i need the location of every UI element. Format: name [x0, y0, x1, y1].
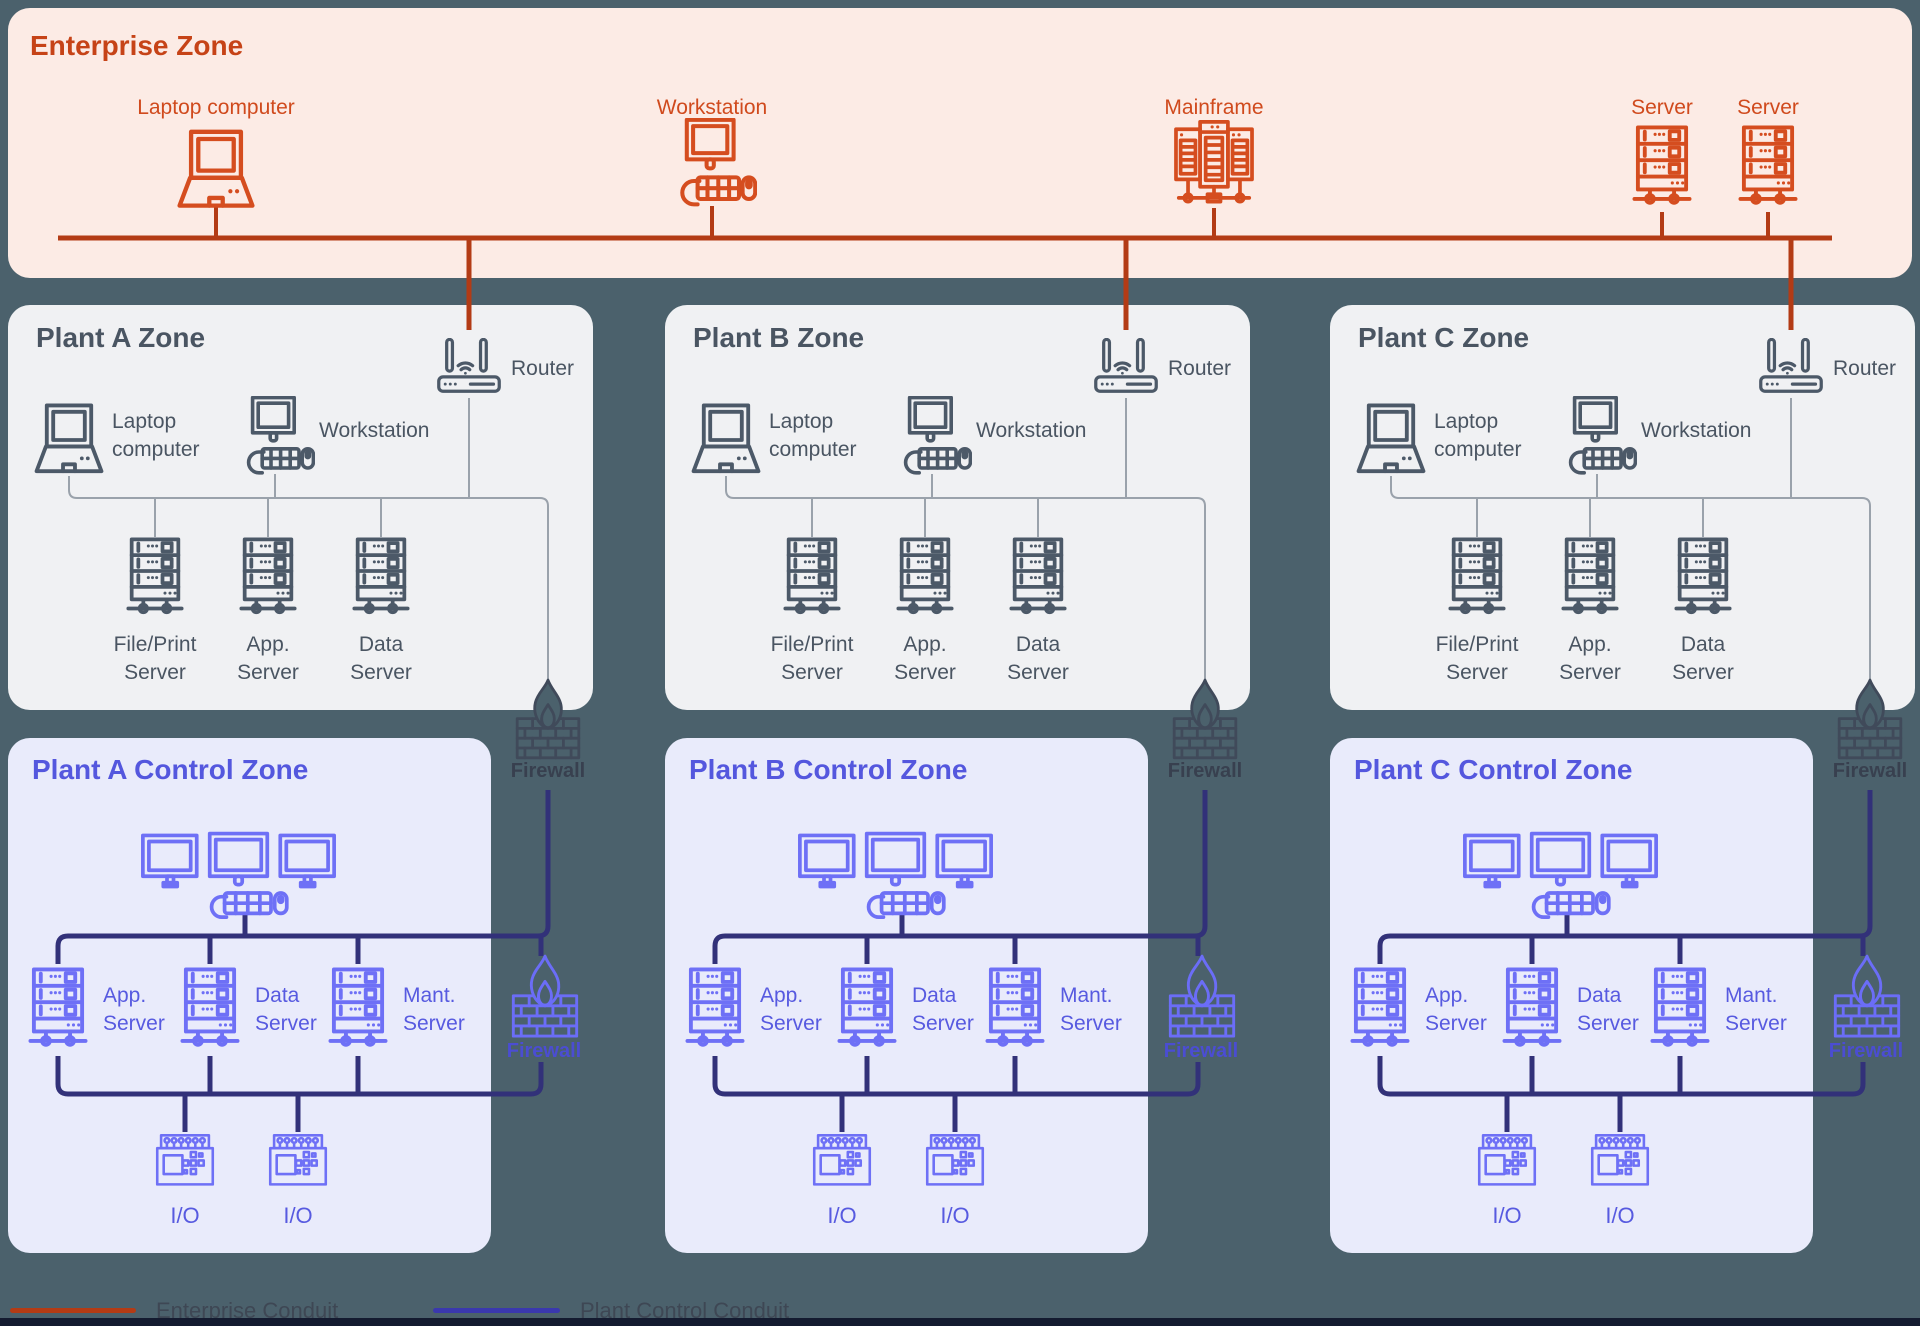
- workstation-icon: [892, 396, 972, 476]
- router-icon: [1090, 338, 1162, 397]
- io-label: I/O: [940, 1203, 970, 1228]
- io-module-icon: [924, 1134, 986, 1191]
- server-icon: [238, 536, 298, 619]
- server-icon: [179, 966, 241, 1052]
- device-label: Server: [1631, 96, 1693, 119]
- io-label: I/O: [283, 1203, 313, 1228]
- enterprise-conduit-swatch: [10, 1308, 136, 1313]
- firewall-label: Firewall: [1832, 760, 1908, 782]
- io-module-icon: [267, 1134, 329, 1191]
- server-icon: [684, 966, 746, 1052]
- server-icon: [1560, 536, 1620, 619]
- io-module-icon: [811, 1134, 873, 1191]
- router-label: Router: [1168, 357, 1232, 380]
- server-icon: [836, 966, 898, 1052]
- router-icon: [1755, 338, 1827, 397]
- firewall-label: Firewall: [1163, 1040, 1239, 1062]
- firewall-label: Firewall: [1828, 1040, 1904, 1062]
- io-module-icon: [154, 1134, 216, 1191]
- firewall-label: Firewall: [1167, 760, 1243, 782]
- server-label: App.Server: [760, 984, 822, 1035]
- plant-zone-title: Plant B Zone: [693, 322, 865, 353]
- server-label: App.Server: [1559, 633, 1621, 684]
- server-icon: [1447, 536, 1507, 619]
- io-label: I/O: [170, 1203, 200, 1228]
- workstation-label: Workstation: [1641, 419, 1752, 442]
- server-label: App.Server: [1425, 984, 1487, 1035]
- io-label: I/O: [827, 1203, 857, 1228]
- server-icon: [125, 536, 185, 619]
- workstation-icon: [235, 396, 315, 476]
- workstation-icon: [1557, 396, 1637, 476]
- server-icon: [1673, 536, 1733, 619]
- firewall-label: Firewall: [506, 1040, 582, 1062]
- device-label: Laptop computer: [137, 96, 295, 119]
- bottom-bar: [0, 1318, 1920, 1326]
- device-label: Mainframe: [1164, 96, 1264, 119]
- io-module-icon: [1476, 1134, 1538, 1191]
- hmi-workstation-icon: [1463, 828, 1658, 921]
- server-label: Mant.Server: [1725, 984, 1787, 1035]
- router-label: Router: [1833, 357, 1897, 380]
- laptop-icon: [685, 402, 767, 475]
- server-icon: [27, 966, 89, 1052]
- laptop-icon: [1350, 402, 1432, 475]
- firewall-label: Firewall: [510, 760, 586, 782]
- server-icon: [327, 966, 389, 1052]
- server-icon: [1008, 536, 1068, 619]
- plant-zone-title: Plant C Zone: [1358, 322, 1530, 353]
- control-zone-title: Plant C Control Zone: [1354, 754, 1633, 785]
- server-label: Mant.Server: [403, 984, 465, 1035]
- firewall-icon: [1831, 954, 1903, 1040]
- plant-zone-title: Plant A Zone: [36, 322, 206, 353]
- laptop-icon: [28, 402, 110, 475]
- io-label: I/O: [1492, 1203, 1522, 1228]
- firewall-icon: [509, 954, 581, 1040]
- server-label: App.Server: [103, 984, 165, 1035]
- enterprise-zone-title: Enterprise Zone: [30, 30, 244, 61]
- server-label: App.Server: [894, 633, 956, 684]
- firewall-icon: [1835, 678, 1905, 762]
- firewall-icon: [1166, 954, 1238, 1040]
- plant-control-conduit-swatch: [433, 1308, 560, 1313]
- device-label: Workstation: [656, 96, 768, 119]
- device-label: Server: [1737, 96, 1799, 119]
- server-icon: [351, 536, 411, 619]
- hmi-workstation-icon: [141, 828, 336, 921]
- control-zone-title: Plant A Control Zone: [32, 754, 309, 785]
- server-label: Mant.Server: [1060, 984, 1122, 1035]
- server-icon: [984, 966, 1046, 1052]
- io-label: I/O: [1605, 1203, 1635, 1228]
- io-module-icon: [1589, 1134, 1651, 1191]
- control-zone-title: Plant B Control Zone: [689, 754, 968, 785]
- router-icon: [433, 338, 505, 397]
- firewall-icon: [513, 678, 583, 762]
- server-label: App.Server: [237, 633, 299, 684]
- hmi-workstation-icon: [798, 828, 993, 921]
- router-label: Router: [511, 357, 575, 380]
- server-icon: [895, 536, 955, 619]
- server-icon: [1649, 966, 1711, 1052]
- workstation-label: Workstation: [976, 419, 1087, 442]
- server-icon: [782, 536, 842, 619]
- server-icon: [1349, 966, 1411, 1052]
- firewall-icon: [1170, 678, 1240, 762]
- workstation-label: Workstation: [319, 419, 430, 442]
- server-icon: [1501, 966, 1563, 1052]
